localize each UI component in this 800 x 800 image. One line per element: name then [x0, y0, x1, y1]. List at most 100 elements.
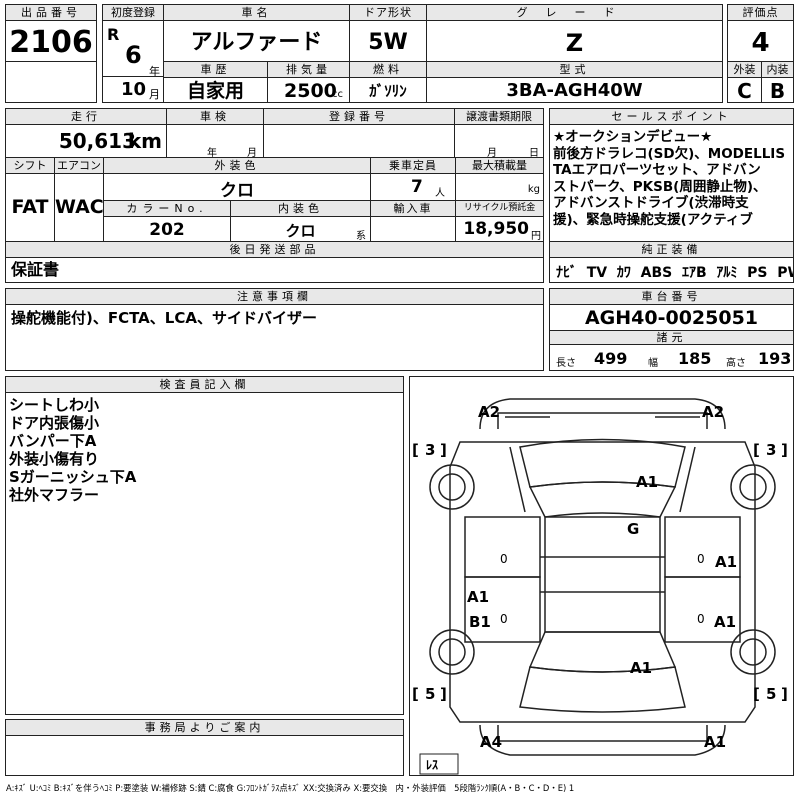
car-diagram: A2 A2 A1 G A1 A1 B1 A1 A1 A4 A1 [ 3 ] [ …	[412, 398, 788, 775]
notes-value: 操舵機能付)、FCTA、LCA、サイドバイザー	[11, 309, 317, 327]
registration-number-cell: 登録番号	[263, 108, 455, 158]
interior-color-cell: 内装色 クロ 系	[230, 200, 371, 242]
inspector-notes-label: 検査員記入欄	[6, 377, 403, 393]
chassis-label: 車台番号	[550, 289, 793, 305]
equipment-item: PW	[777, 265, 793, 281]
doors-cell: ドア形状 5W	[349, 4, 427, 62]
width-value: 185	[678, 349, 712, 368]
transfer-day-unit: 日	[529, 148, 539, 158]
later-parts-value: 保証書	[11, 260, 60, 279]
office-notes-cell: 事務局よりご案内	[5, 719, 404, 776]
door-zero-rr: 0	[697, 612, 705, 626]
tire-bracket-rl-open: [	[412, 685, 419, 703]
month-value: 10	[121, 79, 147, 100]
interior-color-label: 内装色	[231, 201, 370, 217]
mark-left-rear-b1: B1	[469, 613, 491, 631]
capacity-value: 7	[411, 177, 423, 197]
lot-blank-cell	[5, 61, 97, 103]
equipment-cell: 純正装備 ﾅﾋﾞ TV ｶﾜ ABS ｴｱB ｱﾙﾐ PS PW	[549, 241, 794, 283]
equipment-item: ｱﾙﾐ	[716, 265, 738, 281]
inspector-notes-cell: 検査員記入欄 シートしわ小 ドア内張傷小 バンパー下A 外装小傷有り Sガーニッ…	[5, 376, 404, 715]
mark-rear-glass: A1	[630, 659, 652, 677]
score-cell: 評価点 4	[727, 4, 794, 62]
later-parts-cell: 後日発送部品 保証書	[5, 241, 544, 283]
dimensions-cell: 諸元 長さ 499 幅 185 高さ 193	[549, 330, 794, 371]
interior-color-value: クロ	[285, 222, 316, 240]
mark-front-left: A2	[478, 403, 500, 421]
aircon-cell: エアコン WAC	[54, 157, 104, 242]
recycle-label: リサイクル預託金	[456, 201, 543, 217]
first-registration-label: 初度登録	[103, 5, 163, 21]
equipment-item: ﾅﾋﾞ	[556, 265, 577, 281]
import-cell: 輸入車	[370, 200, 456, 242]
transfer-deadline-label: 譲渡書類期限	[455, 109, 543, 125]
rest-label: ﾚｽ	[426, 758, 438, 772]
exterior-score-value: C	[737, 79, 752, 103]
inspection-month-unit: 月	[247, 148, 257, 158]
first-registration-month-cell: 10 月	[102, 76, 164, 103]
model-cell: 型式 3BA-AGH40W	[426, 61, 723, 103]
shift-value: FAT	[11, 196, 49, 218]
inspector-notes-text: シートしわ小 ドア内張傷小 バンパー下A 外装小傷有り Sガーニッシュ下A 社外…	[9, 396, 137, 504]
displacement-unit: cc	[332, 89, 343, 100]
interior-score-cell: 内装 B	[761, 61, 794, 103]
lot-number-label: 出品番号	[6, 5, 96, 21]
grade-cell: グレード Z	[426, 4, 723, 62]
doors-value: 5W	[368, 30, 408, 55]
interior-color-unit: 系	[356, 231, 366, 242]
length-label: 長さ	[556, 358, 576, 369]
grade-value: Z	[565, 29, 584, 57]
chassis-value: AGH40-0025051	[584, 307, 759, 329]
transfer-month-unit: 月	[487, 148, 497, 158]
notes-cell: 注意事項欄 操舵機能付)、FCTA、LCA、サイドバイザー	[5, 288, 544, 371]
history-value: 自家用	[186, 80, 244, 102]
max-load-cell: 最大積載量 kg	[455, 157, 544, 201]
inspection-year-unit: 年	[207, 148, 217, 158]
exterior-color-label: 外装色	[104, 158, 370, 174]
exterior-score-cell: 外装 C	[727, 61, 762, 103]
equipment-item: TV	[586, 265, 608, 281]
length-value: 499	[594, 349, 628, 368]
tire-bracket-fl-open: [	[412, 441, 419, 459]
transfer-deadline-cell: 譲渡書類期限 月 日	[454, 108, 544, 158]
history-cell: 車歴 自家用	[163, 61, 268, 103]
tire-mark-fl: 3	[425, 441, 435, 459]
aircon-label: エアコン	[55, 158, 103, 174]
mark-rear-left: A4	[480, 733, 502, 751]
month-unit: 月	[149, 88, 160, 101]
tire-bracket-fr-close: ]	[781, 441, 788, 459]
interior-score-label: 内装	[762, 62, 793, 78]
year-unit: 年	[149, 65, 160, 77]
equipment-list: ﾅﾋﾞ TV ｶﾜ ABS ｴｱB ｱﾙﾐ PS PW	[556, 262, 793, 282]
era-value: R	[107, 25, 120, 44]
tire-bracket-fl-close: ]	[440, 441, 447, 459]
recycle-cell: リサイクル預託金 18,950 円	[455, 200, 544, 242]
fuel-cell: 燃料 ｶﾞｿﾘﾝ	[349, 61, 427, 103]
score-label: 評価点	[728, 5, 793, 21]
car-diagram-panel: A2 A2 A1 G A1 A1 B1 A1 A1 A4 A1 [ 3 ] [ …	[409, 376, 794, 776]
max-load-unit: kg	[527, 184, 540, 195]
equipment-label: 純正装備	[550, 242, 793, 258]
tire-bracket-rr-open: [	[753, 685, 760, 703]
score-value: 4	[751, 28, 770, 58]
capacity-unit: 人	[435, 188, 445, 199]
equipment-item: ｶﾜ	[616, 265, 631, 281]
height-value: 193	[758, 349, 792, 368]
car-name-cell: 車名 アルファード	[163, 4, 350, 62]
sales-points-label: セールスポイント	[550, 109, 793, 125]
displacement-label: 排気量	[268, 62, 349, 78]
model-label: 型式	[427, 62, 722, 78]
mileage-unit: km	[127, 129, 162, 153]
mark-right-front-door: A1	[715, 553, 737, 571]
recycle-unit: 円	[531, 231, 541, 242]
tire-mark-rl: 5	[425, 685, 435, 703]
fuel-value: ｶﾞｿﾘﾝ	[369, 82, 407, 100]
damage-marks: A2 A2 A1 G A1 A1 B1 A1 A1 A4 A1	[467, 403, 737, 751]
interior-score-value: B	[769, 79, 786, 103]
exterior-color-value: クロ	[220, 181, 254, 201]
height-label: 高さ	[726, 358, 746, 369]
registration-number-label: 登録番号	[264, 109, 454, 125]
capacity-label: 乗車定員	[371, 158, 455, 174]
exterior-score-label: 外装	[728, 62, 761, 78]
tire-bracket-fr-open: [	[753, 441, 760, 459]
